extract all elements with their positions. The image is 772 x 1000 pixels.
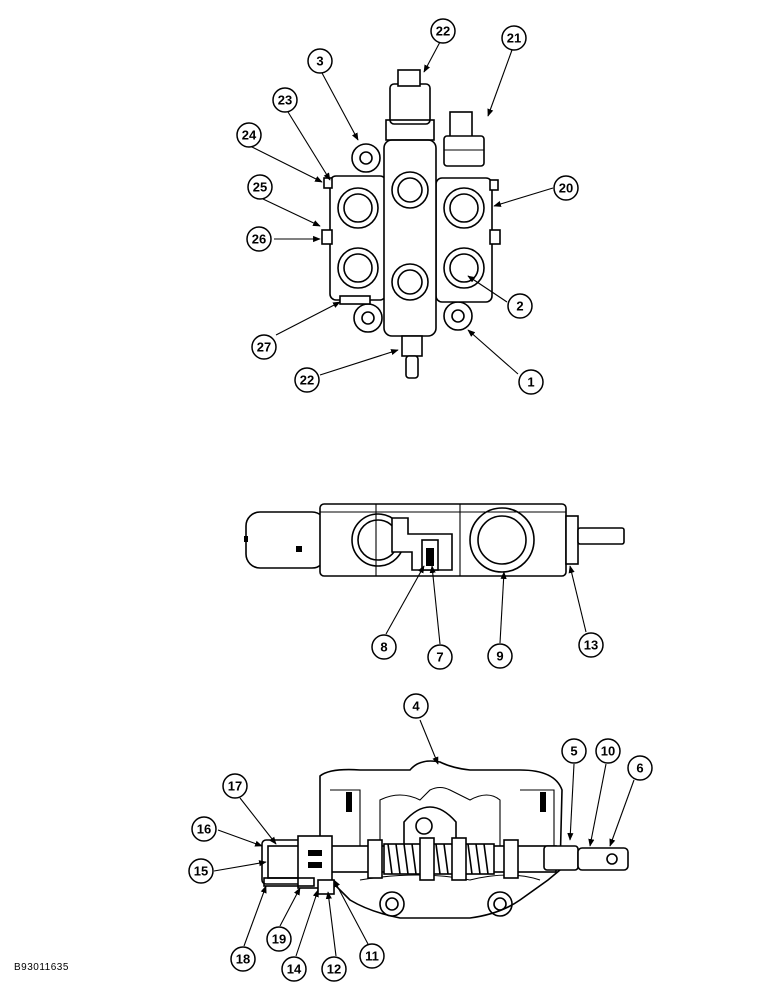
callout-section-18: 18 <box>230 946 256 972</box>
callout-section-16: 16 <box>191 816 217 842</box>
svg-text:1: 1 <box>527 375 534 390</box>
leader-lines <box>213 41 635 957</box>
callout-side-9: 9 <box>487 643 513 669</box>
valve-side-view <box>244 503 625 577</box>
svg-text:27: 27 <box>257 340 271 355</box>
callout-top-22b: 22 <box>294 367 320 393</box>
svg-text:10: 10 <box>601 744 615 759</box>
callout-section-5: 5 <box>561 738 587 764</box>
callout-section-4: 4 <box>403 693 429 719</box>
svg-text:22: 22 <box>300 373 314 388</box>
svg-text:8: 8 <box>380 640 387 655</box>
callout-top-2: 2 <box>507 293 533 319</box>
svg-text:22: 22 <box>436 24 450 39</box>
svg-text:11: 11 <box>365 949 379 964</box>
svg-text:12: 12 <box>327 962 341 977</box>
svg-text:24: 24 <box>242 128 257 143</box>
callout-top-26: 26 <box>246 226 272 252</box>
svg-text:21: 21 <box>507 31 521 46</box>
svg-text:26: 26 <box>252 232 266 247</box>
svg-text:7: 7 <box>436 650 443 665</box>
svg-text:9: 9 <box>496 649 503 664</box>
callout-top-21: 21 <box>501 25 527 51</box>
callout-section-14: 14 <box>281 956 307 982</box>
svg-text:25: 25 <box>253 180 267 195</box>
svg-text:13: 13 <box>584 638 598 653</box>
valve-section-view <box>261 760 629 919</box>
callout-top-22: 22 <box>430 18 456 44</box>
svg-text:5: 5 <box>570 744 577 759</box>
callout-top-3: 3 <box>307 48 333 74</box>
svg-text:15: 15 <box>194 864 208 879</box>
callout-top-24: 24 <box>236 122 262 148</box>
callout-section-12: 12 <box>321 956 347 982</box>
callout-top-20: 20 <box>553 175 579 201</box>
callout-top-23: 23 <box>272 87 298 113</box>
svg-text:23: 23 <box>278 93 292 108</box>
callout-section-15: 15 <box>188 858 214 884</box>
callout-side-13: 13 <box>578 632 604 658</box>
svg-text:3: 3 <box>316 54 323 69</box>
valve-top-view <box>321 69 501 379</box>
callout-side-8: 8 <box>371 634 397 660</box>
svg-text:17: 17 <box>228 779 242 794</box>
svg-text:18: 18 <box>236 952 250 967</box>
callout-top-1: 1 <box>518 369 544 395</box>
callout-section-11: 11 <box>359 943 385 969</box>
figure-code: B93011635 <box>14 962 69 973</box>
callout-top-27: 27 <box>251 334 277 360</box>
svg-text:19: 19 <box>272 932 286 947</box>
svg-text:4: 4 <box>412 699 420 714</box>
spool-spring <box>383 843 495 875</box>
svg-text:14: 14 <box>287 962 302 977</box>
callout-side-7: 7 <box>427 644 453 670</box>
svg-text:20: 20 <box>559 181 573 196</box>
svg-text:6: 6 <box>636 761 643 776</box>
callout-top-25: 25 <box>247 174 273 200</box>
callout-section-19: 19 <box>266 926 292 952</box>
callout-section-10: 10 <box>595 738 621 764</box>
svg-text:2: 2 <box>516 299 523 314</box>
callout-section-6: 6 <box>627 755 653 781</box>
callout-section-17: 17 <box>222 773 248 799</box>
svg-text:16: 16 <box>197 822 211 837</box>
